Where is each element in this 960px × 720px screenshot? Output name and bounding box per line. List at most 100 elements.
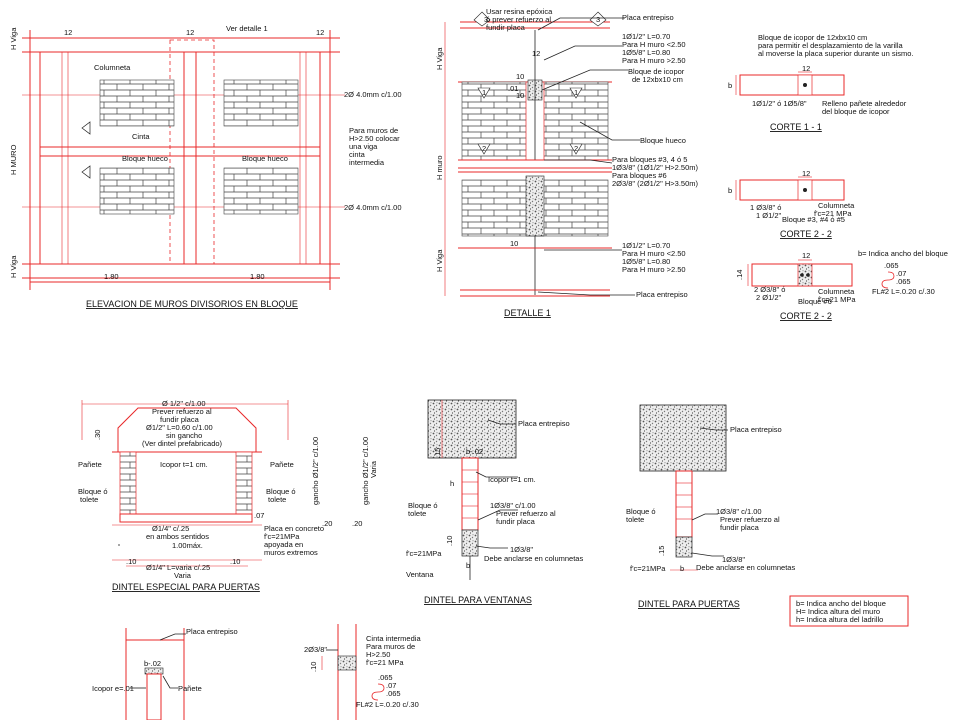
cinta-label: Cinta: [132, 132, 150, 141]
bar-top-label: 2Ø 4.0mm c/1.00: [344, 90, 402, 99]
dp-bloque-1: Bloque ó: [626, 507, 656, 516]
dv-d10: .10: [445, 536, 454, 546]
bars-bottom-2: Para H muro <2.50: [622, 249, 686, 258]
dim-180-left: 1.80: [104, 272, 119, 281]
c1-dim: 12: [802, 64, 810, 73]
c2-col-2: f'c=21 MPa: [814, 209, 852, 218]
c2-col-1: Columneta: [818, 201, 855, 210]
dim-12-mid: 12: [186, 28, 194, 37]
c2-bars-2: 1 Ø1/2": [756, 211, 782, 220]
bar-bottom-label: 2Ø 4.0mm c/1.00: [344, 203, 402, 212]
elevation-title: ELEVACION DE MUROS DIVISORIOS EN BLOQUE: [86, 299, 298, 309]
de-bloque-left-2: tolete: [80, 495, 98, 504]
dintel-especial-drawing: [81, 400, 289, 567]
dintel-ventanas-title: DINTEL PARA VENTANAS: [424, 595, 532, 605]
dv-lintel: [461, 529, 479, 557]
bloques-b-2: 2Ø3/8" (2Ø1/2" H>3.50m): [612, 179, 698, 188]
c3-b-note: b= Indica ancho del bloque: [858, 249, 948, 258]
dv-slab: [427, 399, 517, 459]
dv-bar-1: 1Ø3/8" c/1.00: [490, 501, 536, 510]
de-varia: Varia: [369, 460, 378, 478]
de-d20b: .20: [352, 519, 362, 528]
de-bars-1: Ø1/4" c/.25: [152, 524, 189, 533]
columneta-label: Columneta: [94, 63, 131, 72]
resina-line-1: Usar resina epóxica: [486, 7, 553, 16]
dim-180-right: 1.80: [250, 272, 265, 281]
c2-bloque: Bloque #3, #4 ó #5: [782, 215, 845, 224]
dintel-especial-labels: Ø 1/2" c/1.00 Prever refuerzo al fundir …: [78, 399, 378, 592]
dv-anclar: Debe anclarse en columnetas: [484, 554, 583, 563]
resina-line-2: ó prever refuerzo al: [486, 15, 551, 24]
dim-12-right: 12: [316, 28, 324, 37]
dim-01: .01: [508, 84, 518, 93]
de-gancho-left: gancho Ø1/2" c/1.00: [311, 437, 320, 505]
dp-bar-2: Prever refuerzo al: [720, 515, 780, 524]
h-muro-label: H muro: [435, 155, 444, 180]
bloques-a-1: Para bloques #3, 4 ó 5: [612, 155, 687, 164]
dp-bar2: 1Ø3/8": [722, 555, 745, 564]
cortes-labels: Bloque de icopor de 12xbx10 cm para perm…: [728, 33, 948, 321]
de-bottom-bar: Ø1/4" L=varia c/.25: [146, 563, 210, 572]
dim-10a: 10: [516, 72, 524, 81]
brick-panel-bottom-left: [99, 167, 175, 215]
c3-dim: 12: [802, 251, 810, 260]
cinta-fl-1: .065: [378, 673, 393, 682]
dp-bar-3: fundir placa: [720, 523, 760, 532]
dv-bloque-2: tolete: [408, 509, 426, 518]
bloque-hueco-left-label: Bloque hueco: [122, 154, 168, 163]
c2-bars-1: 1 Ø3/8" ó: [750, 203, 781, 212]
de-icopor: Icopor t=1 cm.: [160, 460, 208, 469]
tag-label-3: 3: [484, 15, 488, 24]
h-viga-top-label: H Viga: [9, 27, 18, 50]
de-top-2: Prever refuerzo al: [152, 407, 212, 416]
note-line-5: intermedia: [349, 158, 385, 167]
dv-b02: b-.02: [466, 447, 483, 456]
dim-12-left: 12: [64, 28, 72, 37]
tag-label-3b: 3: [596, 15, 600, 24]
dv-h: h: [450, 479, 454, 488]
cinta-note-4: f'c=21 MPa: [366, 658, 404, 667]
bl-b02: b-.02: [144, 659, 161, 668]
cinta-bars: 2Ø3/8": [304, 645, 327, 654]
cinta-note-2: Para muros de: [366, 642, 415, 651]
note-line-2: H>2.50 colocar: [349, 134, 400, 143]
brick-panel-top-right: [223, 79, 299, 127]
icopor-note-2: para permitir el desplazamiento de la va…: [758, 41, 903, 50]
dp-bar-1: 1Ø3/8" c/1.00: [716, 507, 762, 516]
detalle-1-title: DETALLE 1: [504, 308, 551, 318]
cinta-d10: .10: [309, 662, 318, 672]
ver-detalle-label: Ver detalle 1: [226, 24, 268, 33]
cinta-fl-2: .07: [386, 681, 396, 690]
tag-2-icon: [569, 143, 583, 155]
dintel-puertas-drawing: [639, 404, 728, 571]
section-4-marker-icon: [81, 165, 91, 179]
bl-placa: Placa entrepiso: [186, 627, 238, 636]
de-top-3: fundir placa: [160, 415, 200, 424]
tag-label-2b: 2: [574, 144, 578, 153]
de-varia-b: Varia: [174, 571, 192, 580]
c1-b: b: [728, 81, 732, 90]
tag-3-icon: [589, 11, 607, 27]
dp-bloque-2: tolete: [626, 515, 644, 524]
cortes-drawing: [735, 71, 895, 289]
dintel-especial-title: DINTEL ESPECIAL PARA PUERTAS: [112, 582, 260, 592]
cinta-fl-label: FL#2 L=.0.20 c/.30: [356, 700, 419, 709]
tag-1-icon: [569, 87, 583, 99]
bloque-hueco-right-label: Bloque hueco: [242, 154, 288, 163]
de-bloque-right-2: tolete: [268, 495, 286, 504]
corte-2-title: CORTE 2 - 2: [780, 229, 832, 239]
detail-1-marker-box: [169, 39, 215, 265]
cinta-note-3: H>2.50: [366, 650, 390, 659]
lower-columneta: [525, 175, 545, 237]
icopor-note-1: Bloque de icopor de 12xbx10 cm: [758, 33, 867, 42]
de-panete-left: Pañete: [78, 460, 102, 469]
h-viga-label: H Viga: [435, 47, 444, 70]
section-4-marker-icon: [81, 121, 91, 135]
bars-top-4: Para H muro >2.50: [622, 56, 686, 65]
de-d10a: .10: [126, 557, 136, 566]
dintel-puertas-title: DINTEL PARA PUERTAS: [638, 599, 740, 609]
dp-fc: f'c=21MPa: [630, 564, 666, 573]
de-placa-2: f'c=21MPa: [264, 532, 300, 541]
de-top-6: (Ver dintel prefabricado): [142, 439, 223, 448]
dintel-puertas-labels: Placa entrepiso Bloque ó tolete 1Ø3/8" c…: [626, 425, 795, 609]
